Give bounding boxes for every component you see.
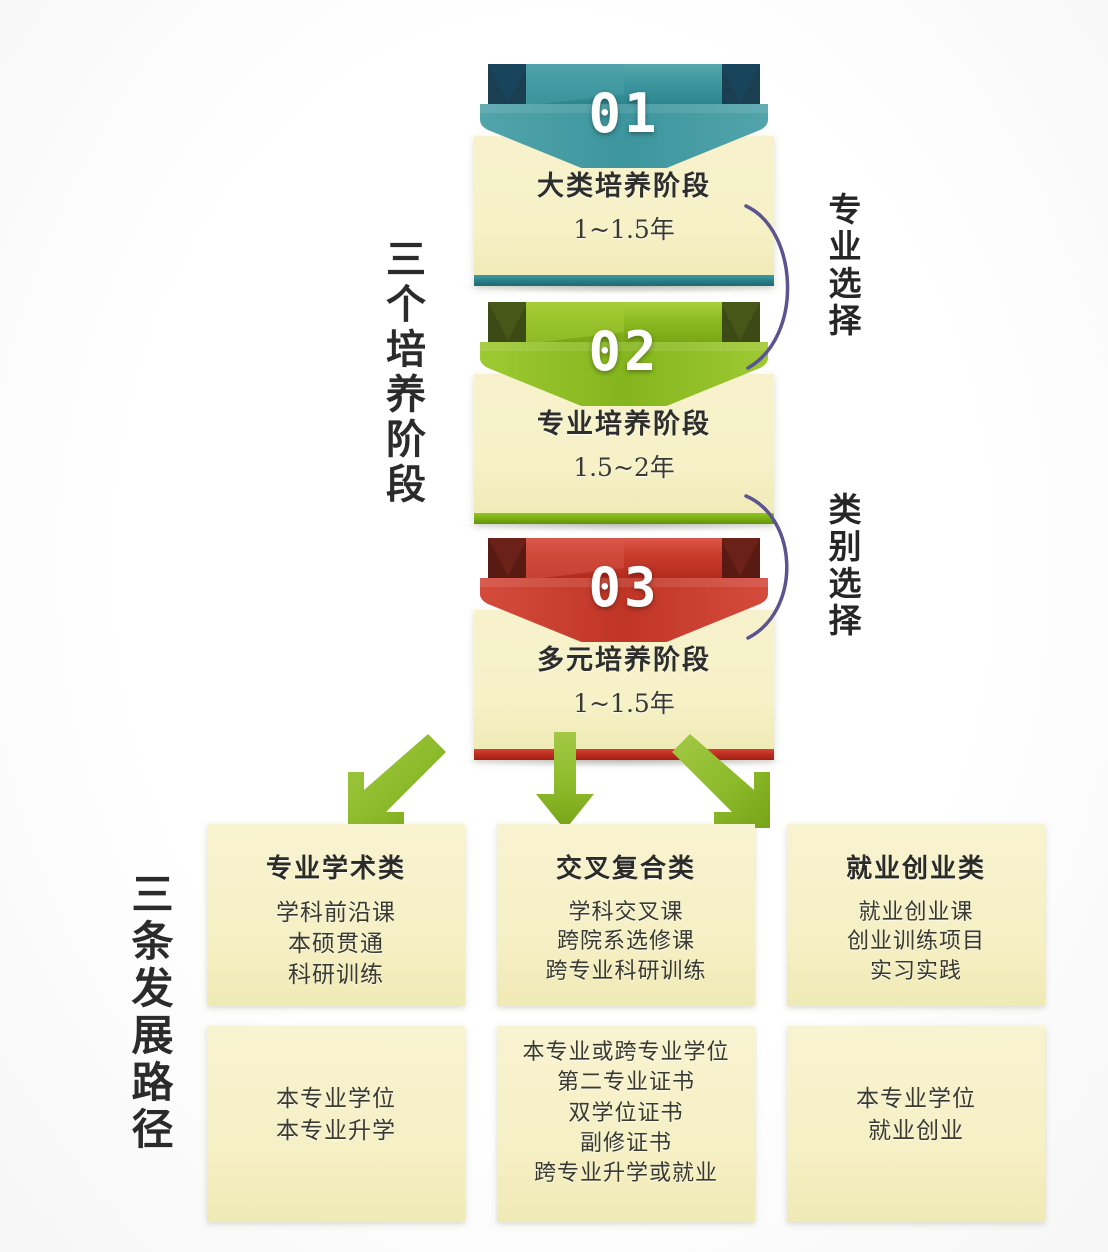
outcome-item: 本专业升学 <box>276 1117 396 1144</box>
branch-arrow-right <box>672 734 770 828</box>
path-items-interdisciplinary: 学科交叉课 跨院系选修课 跨专业科研训练 <box>497 898 755 986</box>
path-items-academic: 学科前沿课 本硕贯通 科研训练 <box>207 898 465 990</box>
path-card-academic: 专业学术类 学科前沿课 本硕贯通 科研训练 <box>207 824 465 1006</box>
stage-ribbon-03 <box>480 538 768 642</box>
stages-section-label: 三个培养阶段 <box>379 238 425 508</box>
path-item: 科研训练 <box>288 961 384 988</box>
path-items-employment: 就业创业课 创业训练项目 实习实践 <box>787 898 1045 986</box>
connector-label-category-choice: 类别选择 <box>823 492 862 640</box>
path-item: 实习实践 <box>869 958 962 984</box>
path-item: 本硕贯通 <box>288 930 384 957</box>
outcome-items-employment: 本专业学位 就业创业 <box>787 1084 1045 1147</box>
path-title-interdisciplinary: 交叉复合类 <box>555 854 696 884</box>
stage-ribbon-02 <box>480 302 768 406</box>
branch-arrow-left <box>348 734 446 828</box>
path-item: 学科交叉课 <box>568 900 684 925</box>
path-card-employment: 就业创业类 就业创业课 创业训练项目 实习实践 <box>787 824 1045 1006</box>
stage-duration-03: 1~1.5年 <box>573 689 675 718</box>
stage-card-02 <box>456 374 792 532</box>
branch-arrows-group <box>348 732 770 830</box>
outcome-items-academic: 本专业学位 本专业升学 <box>207 1084 465 1147</box>
path-title-employment: 就业创业类 <box>845 854 986 884</box>
stage-shadow-03 <box>456 760 792 768</box>
path-item: 跨院系选修课 <box>556 929 695 955</box>
outcome-item: 就业创业 <box>868 1117 964 1144</box>
stage-duration-01: 1~1.5年 <box>573 215 675 244</box>
branch-arrow-center <box>536 732 594 830</box>
path-item: 创业训练项目 <box>846 929 985 955</box>
stage-title-01: 大类培养阶段 <box>537 171 711 202</box>
stage-ribbon-01 <box>480 64 768 168</box>
path-item: 学科前沿课 <box>276 900 396 926</box>
outcome-item: 双学位证书 <box>568 1100 684 1126</box>
outcome-item: 本专业或跨专业学位 <box>522 1040 730 1065</box>
paths-section-label: 三条发展路径 <box>125 872 174 1154</box>
outcome-item: 跨专业升学或就业 <box>533 1161 718 1187</box>
stage-underbar-02 <box>474 513 774 524</box>
path-item: 就业创业课 <box>858 900 974 925</box>
stage-title-02: 专业培养阶段 <box>537 409 711 440</box>
path-card-interdisciplinary: 交叉复合类 学科交叉课 跨院系选修课 跨专业科研训练 <box>497 824 755 1006</box>
outcome-card-employment: 本专业学位 就业创业 <box>787 1026 1045 1222</box>
outcome-card-interdisciplinary: 本专业或跨专业学位 第二专业证书 双学位证书 副修证书 跨专业升学或就业 <box>497 1026 755 1222</box>
stage-shadow-01 <box>456 286 792 294</box>
path-title-academic: 专业学术类 <box>265 854 406 884</box>
outcome-item: 副修证书 <box>579 1131 672 1157</box>
outcome-items-interdisciplinary: 本专业或跨专业学位 第二专业证书 双学位证书 副修证书 跨专业升学或就业 <box>497 1038 755 1190</box>
connector-label-major-choice: 专业选择 <box>823 192 862 340</box>
outcome-item: 第二专业证书 <box>556 1070 695 1096</box>
stage-duration-02: 1.5~2年 <box>573 453 675 482</box>
outcome-card-academic: 本专业学位 本专业升学 <box>207 1026 465 1222</box>
path-item: 跨专业科研训练 <box>545 958 707 984</box>
stage-underbar-01 <box>474 275 774 286</box>
outcome-item: 本专业学位 <box>856 1086 976 1112</box>
stage-title-03: 多元培养阶段 <box>537 645 711 676</box>
outcome-item: 本专业学位 <box>276 1086 396 1112</box>
stage-shadow-02 <box>456 524 792 532</box>
stage-underbar-03 <box>474 749 774 760</box>
